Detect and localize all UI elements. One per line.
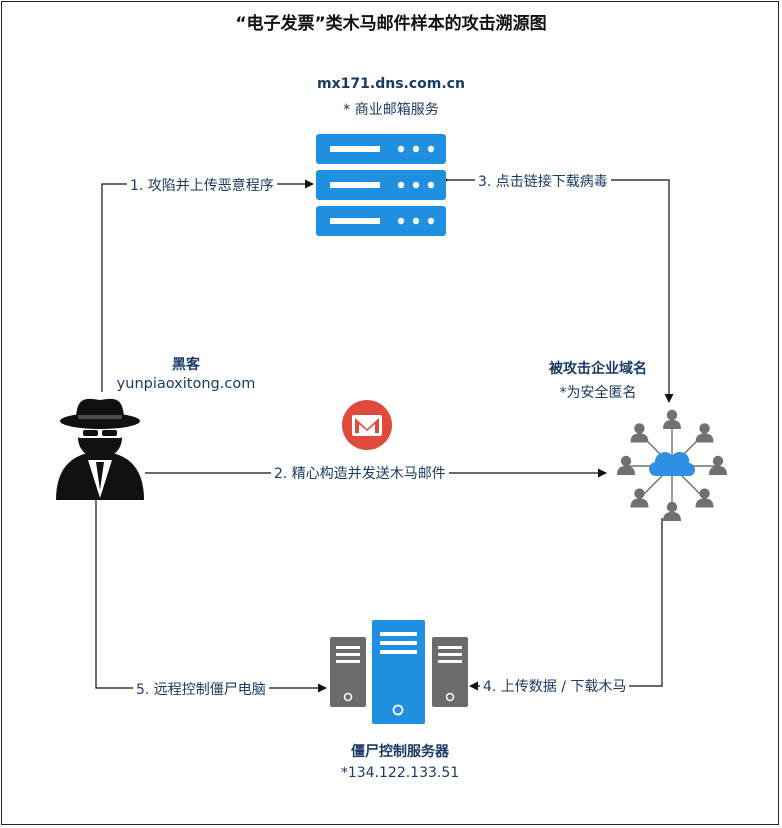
edge-4-line: [469, 518, 663, 691]
edge-4-label: 4. 上传数据 / 下载木马: [480, 676, 630, 696]
email-icon: [342, 400, 392, 450]
user-icon: [695, 488, 714, 508]
user-icon: [709, 455, 727, 475]
c2-name: 僵尸控制服务器: [351, 744, 449, 760]
user-icon: [663, 409, 681, 429]
mail-server-note: * 商业邮箱服务: [343, 102, 439, 118]
user-icon: [630, 423, 649, 443]
cloud-icon: [649, 452, 695, 476]
victim-name: 被攻击企业域名: [549, 361, 647, 377]
user-icon: [617, 455, 635, 475]
edge-5-line: [95, 500, 327, 693]
mail-server-name: mx171.dns.com.cn: [317, 76, 465, 92]
edge-5-label: 5. 远程控制僵尸电脑: [133, 679, 269, 699]
hacker-name: 黑客: [172, 357, 200, 373]
user-icon: [630, 488, 649, 508]
page-title: “电子发票”类木马邮件样本的攻击溯源图: [235, 14, 547, 34]
edge-1-label: 1. 攻陷并上传恶意程序: [127, 175, 277, 195]
user-icon: [695, 423, 714, 443]
victim-note: *为安全匿名: [559, 385, 637, 401]
server-tower-icon: [330, 620, 468, 724]
user-icon: [663, 501, 681, 521]
edge-2-label: 2. 精心构造并发送木马邮件: [271, 463, 449, 483]
c2-ip: *134.122.133.51: [340, 765, 460, 781]
edge-3-label: 3. 点击链接下载病毒: [475, 171, 611, 191]
server-stack-icon: [316, 134, 446, 236]
hacker-domain: yunpiaoxitong.com: [116, 376, 256, 392]
hacker-icon: [56, 398, 144, 500]
